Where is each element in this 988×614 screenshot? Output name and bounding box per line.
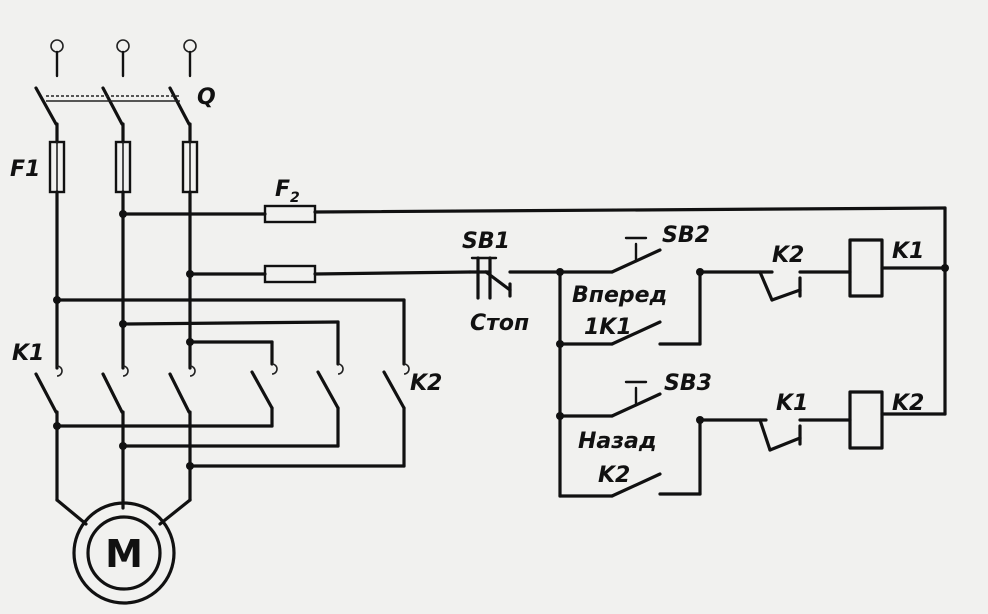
sb2-label: SB2: [662, 223, 710, 248]
k2-hold-label: K2: [598, 463, 630, 488]
k2-coil-label: K2: [892, 391, 924, 416]
fuse-f2-bottom: [263, 264, 317, 284]
motor-outer-ring: [72, 501, 176, 605]
terminal-l1: [50, 39, 64, 53]
sb3-label: SB3: [664, 371, 712, 396]
forward-branch: [556, 236, 949, 498]
terminal-l2: [116, 39, 130, 53]
terminal-l3: [183, 39, 197, 53]
main-switch-q: [34, 86, 192, 144]
fuse-f2-top: [263, 204, 317, 224]
control-supply: [119, 204, 947, 284]
stop-button-sb1: [468, 256, 562, 300]
back-label: Назад: [578, 429, 657, 454]
supply-terminals: [50, 39, 197, 78]
sb1-label: SB1: [462, 229, 510, 254]
phase-buses: [55, 190, 192, 370]
reverse-branch: [556, 380, 947, 498]
reversing-cross-wiring: [53, 296, 406, 366]
k1-interlock-label: K1: [776, 391, 808, 416]
motor-feed: [53, 410, 406, 526]
fuses-f1: [48, 140, 199, 194]
k1-contacts-label: K1: [12, 341, 44, 366]
stop-label: Стоп: [470, 311, 529, 336]
k1-main-contacts: [34, 365, 196, 414]
switch-q-label: Q: [197, 85, 216, 110]
motor-label: M: [105, 532, 143, 576]
k2-coil: [848, 390, 884, 450]
motor: M: [72, 501, 176, 605]
forward-label: Вперед: [572, 283, 667, 308]
k2-interlock-label: K2: [772, 243, 804, 268]
fuse-f1-label: F1: [10, 157, 40, 182]
fuse-f2-label: F2: [275, 177, 300, 206]
k1-coil: [848, 238, 884, 298]
motor-inner-ring: [86, 515, 162, 591]
k2-contacts-label: K2: [410, 371, 442, 396]
k1-hold-label: 1K1: [584, 315, 632, 340]
k2-main-contacts: [250, 363, 410, 468]
k1-coil-label: K1: [892, 239, 924, 264]
